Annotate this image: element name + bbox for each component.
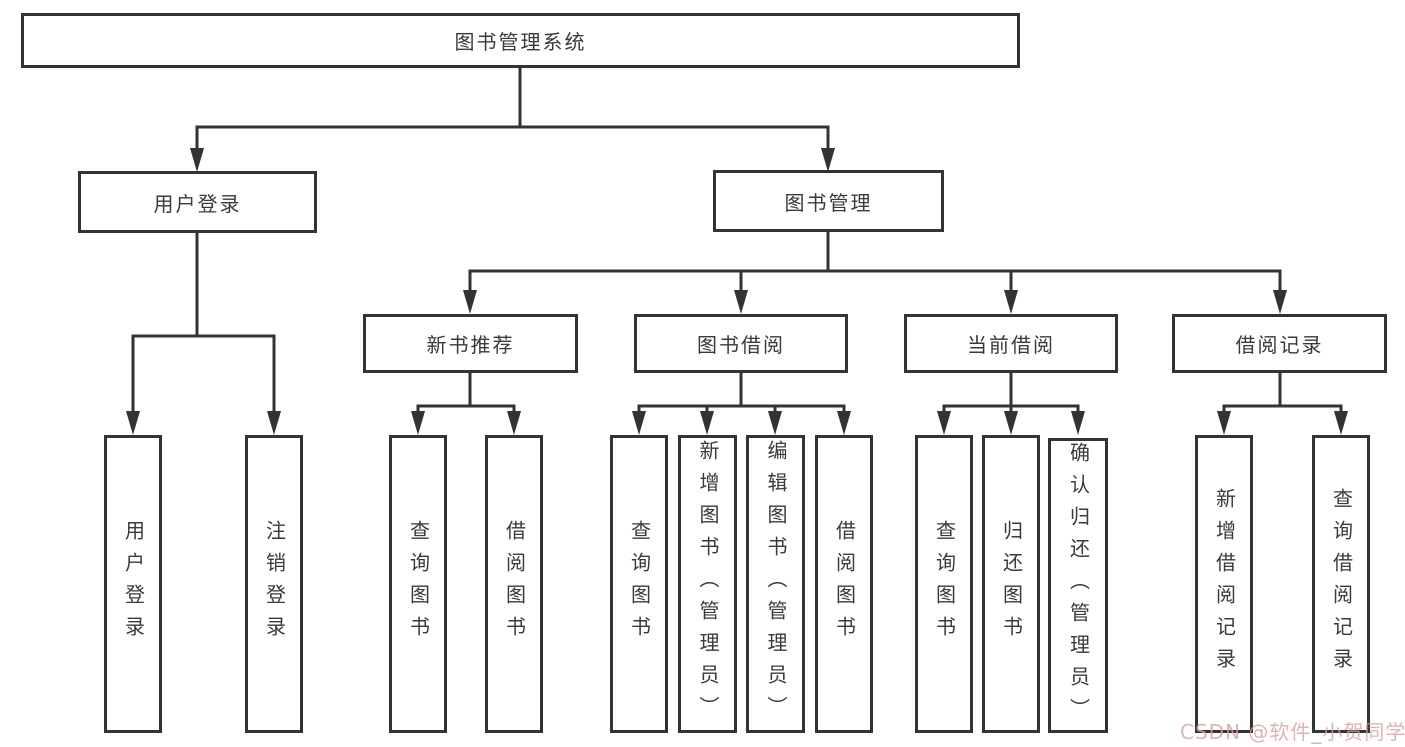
arrow-down-icon (768, 411, 782, 435)
node-root: 图书管理系统 (21, 13, 1020, 68)
node-query-books-3-label: 查询图书 (932, 520, 957, 648)
node-query-borrow-record-label: 查询借阅记录 (1329, 488, 1354, 680)
node-edit-books-admin-label: 编辑图书（管理员） (764, 440, 788, 728)
node-query-borrow-record: 查询借阅记录 (1312, 435, 1370, 733)
arrow-down-icon (126, 411, 140, 435)
node-add-borrow-record: 新增借阅记录 (1195, 435, 1253, 733)
node-query-books-2-label: 查询图书 (627, 520, 652, 648)
arrow-down-icon (463, 290, 477, 314)
node-logout-label: 注销登录 (262, 520, 287, 648)
arrow-down-icon (507, 411, 521, 435)
node-root-label: 图书管理系统 (454, 30, 587, 54)
node-query-books-1-label: 查询图书 (406, 520, 431, 648)
node-user-login-action: 用户登录 (104, 435, 162, 733)
node-confirm-return-admin: 确认归还（管理员） (1048, 438, 1108, 733)
arrow-down-icon (1334, 411, 1348, 435)
node-borrow-books-1-label: 借阅图书 (502, 520, 527, 648)
arrow-down-icon (734, 290, 748, 314)
node-return-books-label: 归还图书 (999, 520, 1024, 648)
node-logout: 注销登录 (245, 435, 303, 733)
node-borrow-books-2: 借阅图书 (815, 435, 873, 733)
node-edit-books-admin: 编辑图书（管理员） (746, 435, 805, 733)
node-book-management: 图书管理 (713, 170, 944, 232)
arrow-down-icon (190, 148, 204, 172)
node-borrow-books-2-label: 借阅图书 (832, 520, 857, 648)
node-return-books: 归还图书 (982, 435, 1040, 733)
node-book-management-label: 图书管理 (784, 190, 873, 215)
node-borrow-record: 借阅记录 (1172, 314, 1387, 373)
arrowhead-icons (126, 148, 1348, 435)
arrow-down-icon (837, 411, 851, 435)
node-confirm-return-admin-label: 确认归还（管理员） (1066, 441, 1091, 730)
node-book-borrow-label: 图书借阅 (697, 333, 785, 357)
node-current-borrow-label: 当前借阅 (967, 333, 1055, 357)
node-query-books-2: 查询图书 (610, 435, 668, 733)
node-new-book-recommend-label: 新书推荐 (426, 333, 515, 357)
node-add-books-admin-label: 新增图书（管理员） (696, 440, 720, 728)
arrow-down-icon (267, 411, 281, 435)
node-borrow-record-label: 借阅记录 (1235, 333, 1324, 357)
node-user-login: 用户登录 (78, 171, 317, 233)
node-user-login-action-label: 用户登录 (121, 520, 146, 648)
arrow-down-icon (937, 411, 951, 435)
node-borrow-books-1: 借阅图书 (485, 435, 543, 733)
node-add-borrow-record-label: 新增借阅记录 (1212, 488, 1237, 680)
arrow-down-icon (821, 148, 835, 172)
node-query-books-3: 查询图书 (915, 435, 973, 733)
node-add-books-admin: 新增图书（管理员） (678, 435, 737, 733)
arrow-down-icon (411, 411, 425, 435)
arrow-down-icon (1217, 411, 1231, 435)
node-new-book-recommend: 新书推荐 (363, 314, 578, 373)
arrow-down-icon (1004, 290, 1018, 314)
node-user-login-label: 用户登录 (153, 191, 242, 216)
node-current-borrow: 当前借阅 (904, 314, 1118, 373)
arrow-down-icon (1273, 290, 1287, 314)
arrow-down-icon (632, 411, 646, 435)
csdn-watermark: CSDN @软件_小贺同学 (1180, 720, 1405, 744)
arrow-down-icon (1071, 411, 1085, 435)
arrow-down-icon (1004, 411, 1018, 435)
node-query-books-1: 查询图书 (389, 435, 447, 733)
node-book-borrow: 图书借阅 (634, 314, 848, 373)
arrow-down-icon (700, 411, 714, 435)
